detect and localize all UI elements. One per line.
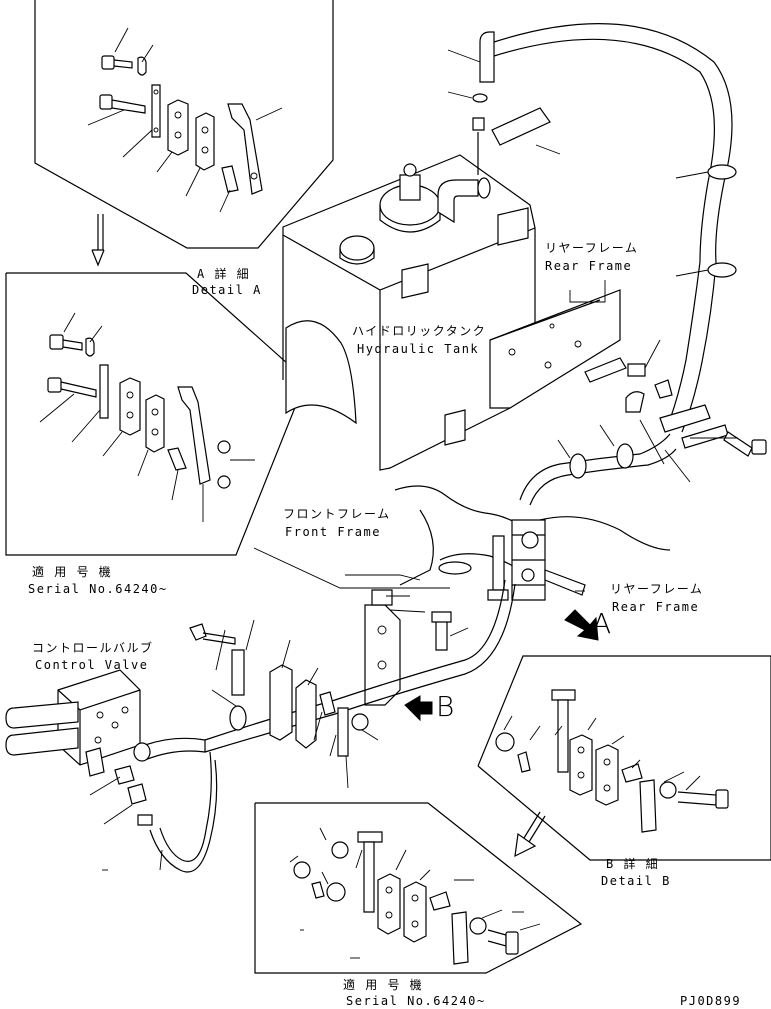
- rear-frame-top-label-jp: リヤーフレーム: [545, 241, 639, 255]
- arrow-b-label: B: [436, 690, 455, 723]
- detail-b-arrow: [514, 811, 546, 858]
- detail-a-parts: [87, 27, 283, 213]
- hydraulic-tank: [282, 154, 536, 471]
- detail-a-label-en: Detail A: [192, 283, 262, 297]
- serial-2-label-en: Serial No.64240~: [346, 994, 486, 1008]
- front-frame-label-jp: フロントフレーム: [283, 507, 391, 521]
- clamp-parts-b: [189, 619, 379, 789]
- arrow-a-marker: [564, 609, 599, 641]
- detail-b-parts: [495, 689, 729, 833]
- serial-1-label-jp: 適 用 号 機: [32, 565, 113, 579]
- rear-frame-beam: [489, 280, 767, 457]
- rear-frame-mid-label-jp: リヤーフレーム: [610, 582, 704, 596]
- serial-1-label-en: Serial No.64240~: [28, 582, 168, 596]
- detail-b-serial-parts: [289, 827, 541, 965]
- hose-upper: [493, 23, 737, 433]
- hydraulic-tank-label-en: Hydraulic Tank: [357, 342, 480, 356]
- tank-fittings: [447, 31, 561, 175]
- hydraulic-tank-label-jp: ハイドロリックタンク: [352, 324, 487, 338]
- detail-a-serial-frame: [5, 272, 307, 556]
- control-valve-label-en: Control Valve: [35, 658, 149, 672]
- arrow-b-marker: [404, 695, 433, 722]
- control-valve: [5, 669, 218, 873]
- rear-frame-top-label-en: Rear Frame: [545, 259, 633, 273]
- detail-a-arrow: [91, 214, 105, 267]
- rear-frame-mid-label-en: Rear Frame: [612, 600, 700, 614]
- rear-clamp: [487, 519, 586, 601]
- detail-b-clamp: [364, 589, 469, 706]
- control-valve-label-jp: コントロールバルブ: [32, 641, 154, 655]
- detail-a-frame: [34, 0, 334, 249]
- detail-b-label-jp: B 詳 細: [606, 857, 660, 871]
- front-frame-label-en: Front Frame: [285, 525, 381, 539]
- detail-a-serial-parts: [39, 312, 255, 522]
- drawing-code: PJ0D899: [680, 994, 742, 1008]
- detail-a-label-jp: A 詳 細: [197, 267, 251, 281]
- detail-b-frame: [477, 655, 771, 861]
- serial-2-label-jp: 適 用 号 機: [343, 978, 424, 992]
- detail-b-label-en: Detail B: [601, 874, 671, 888]
- pipe-control-valve: [204, 579, 516, 753]
- front-frame: [253, 485, 671, 589]
- detail-b-serial-frame: [254, 802, 583, 974]
- pipe-rear: [519, 419, 738, 506]
- arrow-a-label: A: [592, 607, 612, 640]
